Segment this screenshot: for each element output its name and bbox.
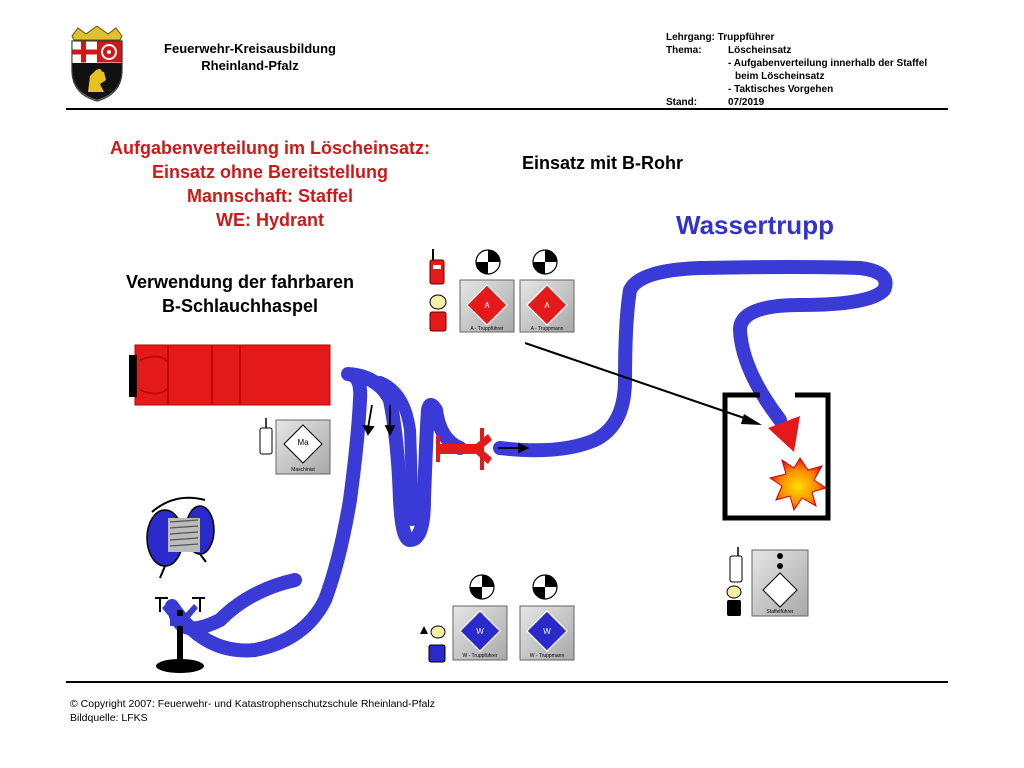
unit-a-truppmann-letter: A [544,301,550,310]
unit-w-truppmann-letter: W [543,627,551,636]
org-line-2: Rheinland-Pfalz [201,58,299,73]
hydrant-icon [155,597,205,673]
unit-a-truppfuehrer-caption: A - Truppführer [470,326,504,332]
organization-name: Feuerwehr-Kreisausbildung Rheinland-Pfal… [130,40,370,74]
unit-staffelfuehrer: Staffelführer [751,549,809,617]
hose-line [165,367,467,658]
maschinist-radio-icon [259,418,273,455]
course-metadata: Lehrgang: Truppführer Thema: Löscheinsatz… [666,31,927,109]
footer-copyright: © Copyright 2007: Feuerwehr- und Katastr… [70,698,435,710]
staffelfuehrer-equipment-icon [726,547,743,616]
unit-w-truppfuehrer-caption: W - Truppführer [462,653,497,659]
fire-truck [129,344,331,406]
footer: © Copyright 2007: Feuerwehr- und Katastr… [70,697,435,725]
leader-symbol-w-truppfuehrer [469,574,495,600]
meta-line-4: beim Löscheinsatz [735,71,825,82]
header-divider [66,108,948,110]
attack-arrow [524,342,762,425]
haspel-line-1: Verwendung der fahrbaren [125,272,355,292]
flow-arrow-distributor [498,442,530,454]
unit-maschinist-letter: Ma [297,438,309,447]
haspel-label: Verwendung der fahrbaren B-Schlauchhaspe… [95,270,385,318]
unit-staffelfuehrer-caption: Staffelführer [766,609,793,615]
unit-a-truppmann-caption: A - Truppmann [531,326,564,332]
w-trupp-equipment-icon [420,625,446,663]
flow-arrows-truck [362,404,396,437]
unit-w-truppmann-caption: W - Truppmann [530,653,565,659]
title-line-1: Aufgabenverteilung im Löscheinsatz: [109,138,431,158]
leader-symbol-w-truppmann [532,574,558,600]
meta-thema-key: Thema: [666,45,702,56]
unit-maschinist: Ma Maschinist [275,419,331,475]
hose-reel-icon [146,496,215,579]
unit-w-truppfuehrer: W W - Truppführer [452,605,508,661]
distributor-icon [436,428,492,470]
unit-a-truppfuehrer: A A - Truppführer [459,279,515,333]
fire-icon [768,457,828,512]
einsatz-label: Einsatz mit B-Rohr [522,153,684,173]
wassertrupp-label: Wassertrupp [676,210,834,240]
radio-icon [429,249,445,285]
coat-of-arms-logo [66,25,128,102]
title-line-3: Mannschaft: Staffel [186,186,354,206]
meta-lehrgang: Lehrgang: Truppführer [666,32,775,43]
footer-divider [66,681,948,683]
meta-thema-value: Löscheinsatz [728,45,792,56]
unit-maschinist-caption: Maschinist [291,467,315,473]
unit-w-truppfuehrer-letter: W [476,627,484,636]
haspel-line-2: B-Schlauchhaspel [161,296,319,316]
meta-line-3: - Aufgabenverteilung innerhalb der Staff… [728,58,928,69]
unit-w-truppmann: W W - Truppmann [519,605,575,661]
nozzle-arrow [768,416,800,452]
leader-symbol-a-truppfuehrer [475,249,501,275]
breathing-apparatus-icon [429,294,447,332]
building-outline [722,392,831,521]
title-line-4: WE: Hydrant [216,210,324,230]
meta-stand-key: Stand: [666,97,698,108]
org-line-1: Feuerwehr-Kreisausbildung [164,41,336,56]
slide-title: Aufgabenverteilung im Löscheinsatz: Eins… [80,136,460,232]
title-line-2: Einsatz ohne Bereitstellung [151,162,389,182]
unit-a-truppmann: A A - Truppmann [519,279,575,333]
hose-b-line [493,260,893,458]
unit-a-truppfuehrer-letter: A [484,301,490,310]
meta-line-5: - Taktisches Vorgehen [728,84,834,95]
meta-stand-value: 07/2019 [728,97,765,108]
footer-source: Bildquelle: LFKS [70,712,148,724]
leader-symbol-a-truppmann [532,249,558,275]
